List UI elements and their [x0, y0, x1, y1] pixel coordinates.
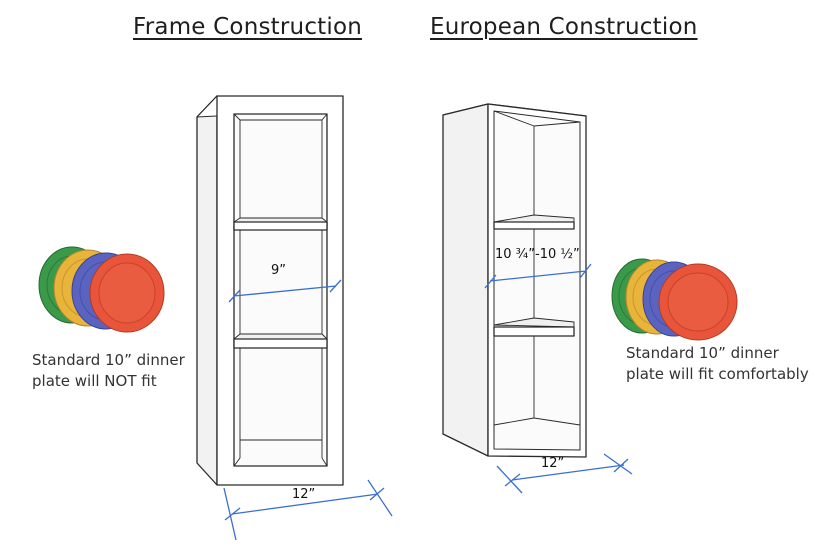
european-inner-width-label: 10 ¾”-10 ½” [495, 247, 580, 262]
european-depth-label: 12” [541, 456, 565, 471]
european-plate-caption: Standard 10” dinner plate will fit comfo… [626, 343, 809, 385]
frame-inner-width-dimension [228, 279, 342, 303]
plate-stack-right [611, 258, 738, 341]
frame-caption-line-2: plate will NOT fit [32, 372, 157, 390]
european-construction-title: European Construction [430, 14, 698, 40]
european-depth-dimension [496, 453, 633, 494]
plate-red [658, 263, 738, 341]
frame-depth-label: 12” [292, 487, 316, 502]
european-inner-width-dimension [484, 263, 592, 289]
frame-caption-line-1: Standard 10” dinner [32, 351, 185, 369]
frame-construction-title: Frame Construction [133, 14, 363, 40]
frame-cabinet [196, 95, 344, 486]
european-cabinet [442, 103, 587, 458]
plate-red [89, 253, 165, 333]
plate-stack-left [38, 246, 165, 333]
frame-plate-caption: Standard 10” dinner plate will NOT fit [32, 350, 185, 392]
european-caption-line-2: plate will fit comfortably [626, 365, 809, 383]
frame-inner-width-label: 9” [271, 263, 287, 278]
frame-depth-dimension [223, 479, 393, 541]
european-caption-line-1: Standard 10” dinner [626, 344, 779, 362]
